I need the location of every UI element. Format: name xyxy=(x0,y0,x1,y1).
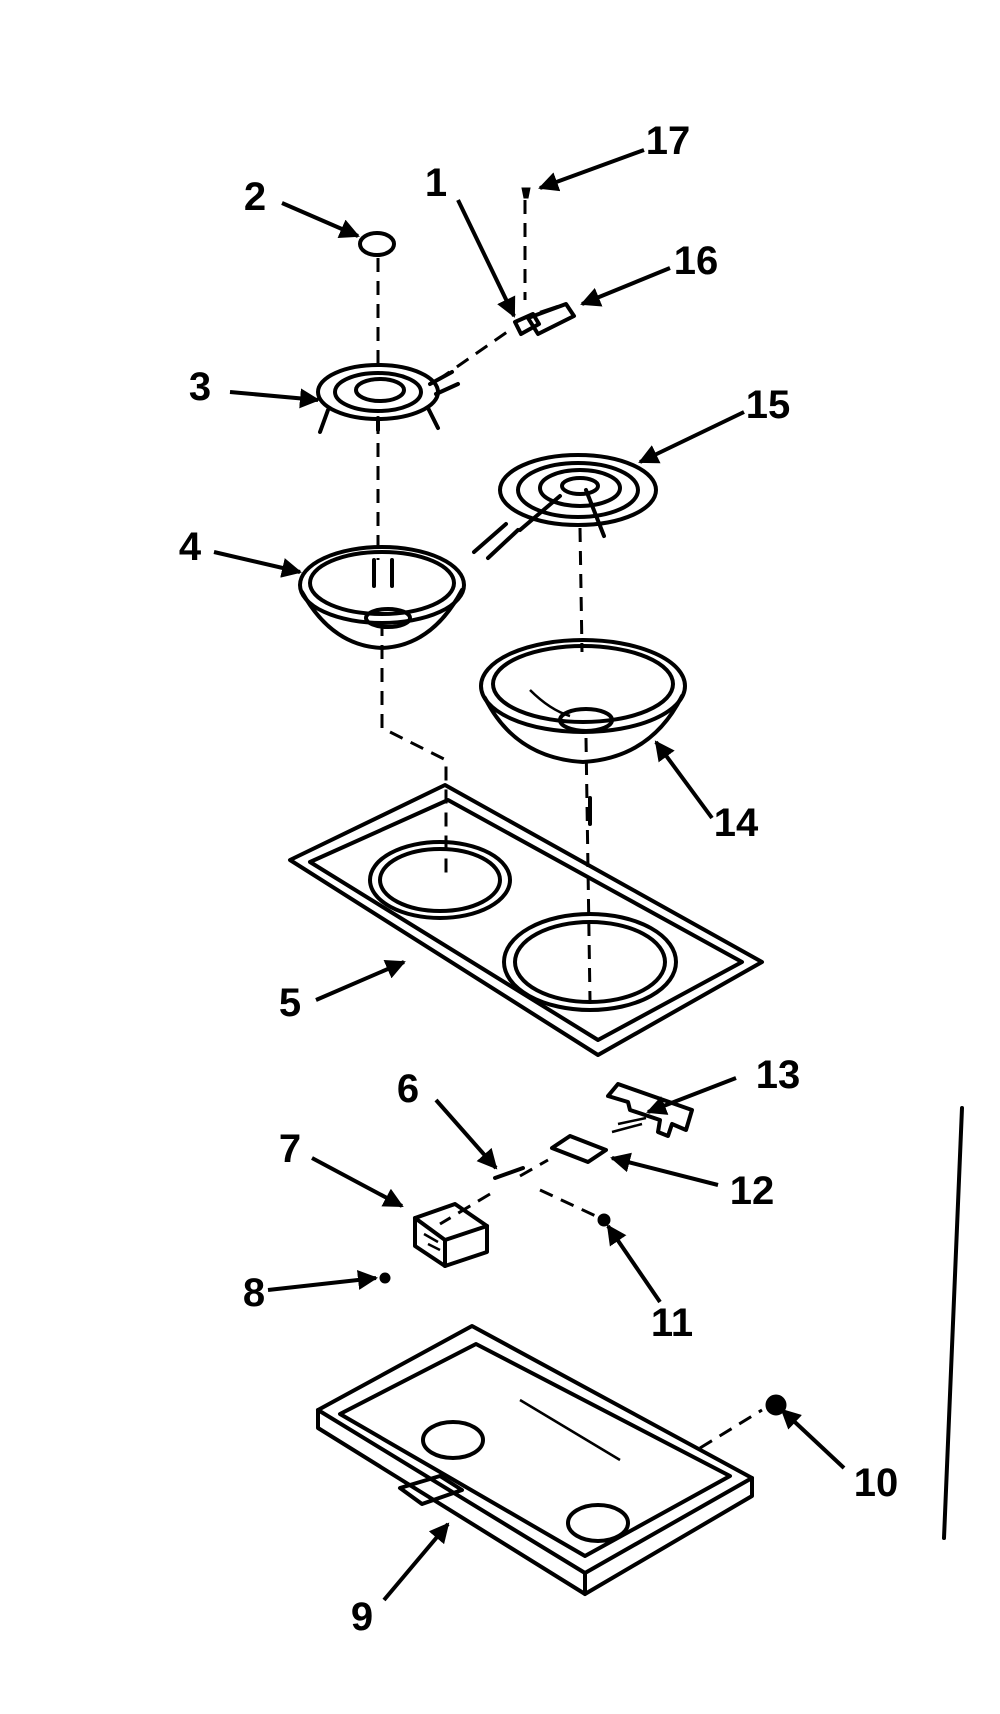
part-6-pin xyxy=(493,1166,525,1180)
callout-2: 2 xyxy=(244,175,266,219)
callout-11: 11 xyxy=(651,1301,693,1345)
part-11-screw xyxy=(597,1213,611,1227)
callout-6: 6 xyxy=(397,1067,419,1111)
part-17-screw xyxy=(521,187,531,199)
callout-7: 7 xyxy=(279,1127,301,1171)
callout-10: 10 xyxy=(854,1461,899,1505)
part-5-cooktop xyxy=(288,783,764,1057)
part-12-indicator-lens xyxy=(550,1134,608,1164)
callout-14: 14 xyxy=(714,801,759,845)
callout-1: 1 xyxy=(425,161,447,205)
callout-8: 8 xyxy=(243,1271,265,1315)
part-16-terminal-block xyxy=(513,302,576,336)
part-9-chassis-box xyxy=(316,1324,754,1596)
callout-labels: 1 2 3 4 5 6 7 8 9 10 11 12 13 14 15 16 1… xyxy=(179,119,898,1639)
assembly-lines xyxy=(376,200,763,1450)
frame-edge-line xyxy=(942,1106,964,1540)
callout-3: 3 xyxy=(189,365,211,409)
callout-5: 5 xyxy=(279,981,301,1025)
part-2-knob-cap xyxy=(358,231,396,257)
callout-12: 12 xyxy=(730,1169,775,1213)
part-14-large-drip-pan xyxy=(479,638,687,764)
callout-17: 17 xyxy=(646,119,691,163)
part-7-switch-block xyxy=(413,1202,489,1268)
callout-15: 15 xyxy=(746,383,791,427)
part-8-screw xyxy=(379,1272,391,1284)
part-15-large-surface-element xyxy=(472,453,658,560)
leader-lines xyxy=(213,148,846,1602)
part-3-small-surface-element xyxy=(316,363,460,434)
callout-4: 4 xyxy=(179,525,202,569)
callout-9: 9 xyxy=(351,1595,373,1639)
callout-16: 16 xyxy=(674,239,719,283)
callout-13: 13 xyxy=(756,1053,801,1097)
